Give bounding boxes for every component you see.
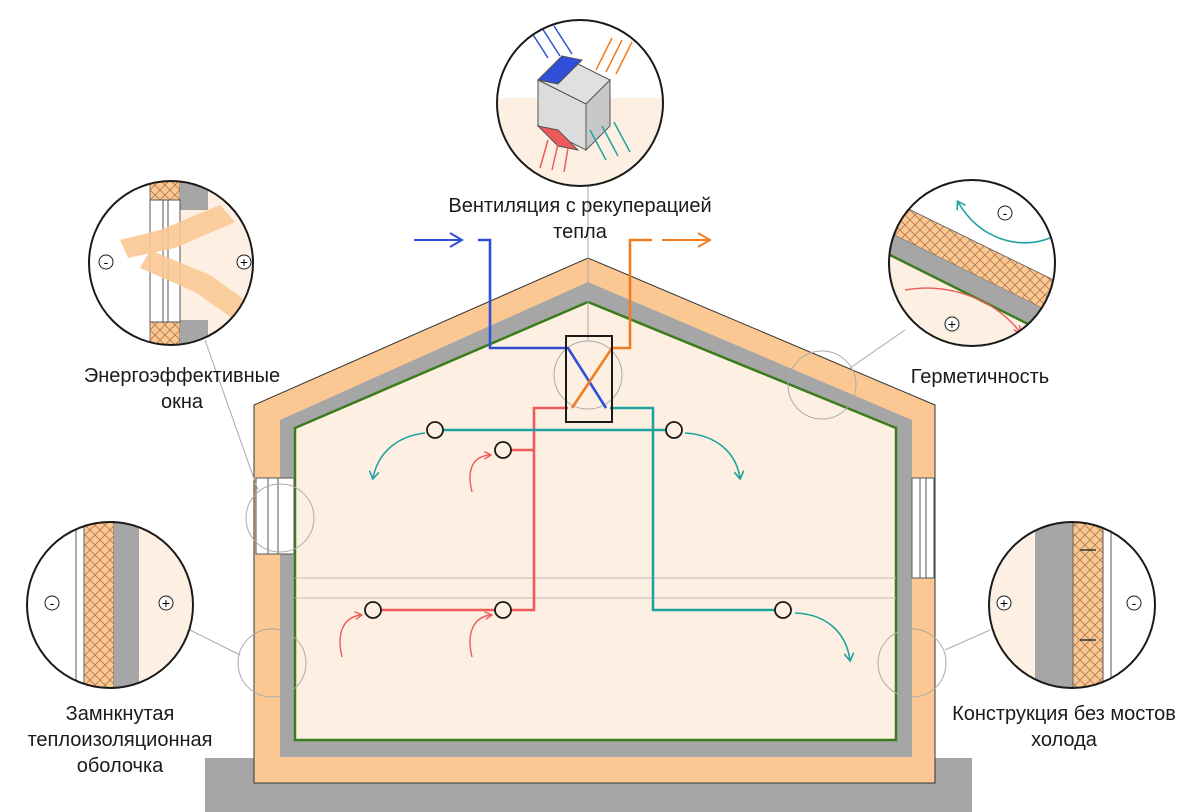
detail-envelope (27, 522, 193, 688)
envelope-marker-circle (237, 628, 307, 698)
label-ventilation-line1: Вентиляция с рекуперацией (448, 195, 712, 217)
sign-badges: - + - + - + + - (44, 205, 1142, 611)
extract-valve-bottom (774, 601, 792, 619)
minus-sign-airtight: - (997, 205, 1013, 221)
extract-flow-arrow (373, 432, 426, 478)
detail-airtight (889, 180, 1055, 346)
supply-valve-bottom-left (364, 601, 382, 619)
recuperator-unit (565, 335, 613, 423)
label-bridges-line2: холода (1031, 729, 1097, 751)
supply-flow-arrow (339, 615, 361, 658)
extract-valve-top-left (426, 421, 444, 439)
label-airtight-line1: Герметичность (910, 366, 1050, 388)
label-envelope: Замнкнутая теплоизоляционная оболочка (10, 701, 230, 779)
label-windows-line1: Энергоэффективные (83, 365, 281, 387)
minus-sign-envelope: - (44, 595, 60, 611)
supply-valve-bottom-mid (494, 601, 512, 619)
window-marker-circle (245, 483, 315, 553)
exhaust-duct (570, 238, 652, 409)
supply-flow-arrow (469, 615, 491, 658)
bridges-marker-circle (877, 628, 947, 698)
svg-text:-: - (50, 595, 55, 611)
extract-flow-arrow (794, 612, 850, 660)
label-bridges: Конструкция без мостов холода (930, 701, 1198, 753)
label-airtight: Герметичность (880, 364, 1080, 390)
airtight-marker-circle (787, 350, 857, 420)
fresh-air-duct (478, 238, 608, 409)
extract-flow-arrow (684, 432, 740, 478)
svg-text:-: - (1132, 595, 1137, 611)
minus-sign-bridges: - (1126, 595, 1142, 611)
extract-duct (435, 406, 783, 612)
svg-text:+: + (948, 316, 956, 332)
exhaust-arrow (662, 232, 712, 248)
svg-text:+: + (240, 254, 248, 270)
supply-valve-top (494, 441, 512, 459)
air-valves (364, 421, 792, 619)
label-envelope-line1: Замнкнутая (65, 703, 175, 725)
svg-text:+: + (1000, 595, 1008, 611)
detail-windows (89, 181, 253, 345)
left-window (255, 477, 295, 555)
label-envelope-line2: теплоизоляционная (27, 729, 213, 751)
plus-sign-airtight: + (944, 316, 960, 332)
label-windows-line2: окна (160, 391, 204, 413)
svg-text:-: - (104, 254, 109, 270)
detail-bridges (989, 522, 1155, 688)
supply-flow-arrow (469, 455, 490, 493)
right-window (911, 477, 935, 579)
svg-text:-: - (1003, 205, 1008, 221)
label-envelope-line3: оболочка (76, 755, 164, 777)
minus-sign-windows: - (98, 254, 114, 270)
svg-text:+: + (162, 595, 170, 611)
fresh-air-arrow (414, 232, 464, 248)
label-bridges-line1: Конструкция без мостов (952, 703, 1176, 725)
extract-valve-top-right (665, 421, 683, 439)
detail-ventilation (497, 20, 663, 186)
plus-sign-envelope: + (158, 595, 174, 611)
plus-sign-bridges: + (996, 595, 1012, 611)
label-ventilation-line2: тепла (553, 221, 607, 243)
plus-sign-windows: + (236, 254, 252, 270)
label-ventilation: Вентиляция с рекуперацией тепла (420, 193, 740, 245)
label-windows: Энергоэффективные окна (52, 363, 312, 415)
